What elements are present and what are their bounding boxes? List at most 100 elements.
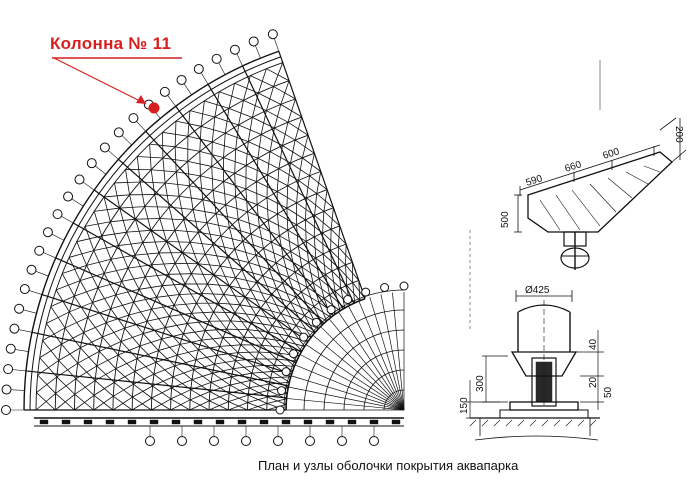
lattice-diagonal [153, 365, 175, 375]
lattice-diagonal [166, 241, 191, 243]
lattice-diagonal [62, 265, 87, 274]
lattice-diagonal [228, 107, 253, 118]
lattice-diagonal [300, 291, 310, 311]
lattice-diagonal [190, 241, 213, 246]
lattice-diagonal [93, 382, 115, 396]
radial-rib [41, 293, 292, 375]
lattice-diagonal [274, 364, 295, 367]
lattice-diagonal [229, 285, 241, 306]
lattice-diagonal [325, 274, 342, 289]
lattice-diagonal [288, 335, 303, 352]
lattice-diagonal [315, 257, 320, 279]
inner-column-mark [281, 367, 291, 377]
radial-rib [242, 65, 355, 304]
lattice-diagonal [74, 287, 99, 297]
lattice-diagonal [86, 258, 112, 266]
lattice-diagonal [277, 213, 297, 226]
lattice-diagonal [276, 319, 297, 326]
lattice-diagonal [279, 235, 299, 247]
lattice-diagonal [151, 398, 172, 411]
node-detail-lower [466, 290, 604, 441]
lattice-diagonal [272, 371, 290, 383]
lattice-diagonal [287, 229, 307, 242]
lattice-diagonal [99, 341, 122, 352]
grid-axis-bubble [5, 343, 16, 354]
lattice-diagonal [295, 324, 315, 334]
lattice-diagonal [275, 262, 283, 284]
lattice-diagonal [220, 235, 243, 242]
lattice-diagonal [214, 116, 239, 126]
lattice-diagonal [97, 280, 122, 289]
lattice-diagonal [151, 387, 172, 399]
lattice-diagonal [204, 100, 230, 109]
lattice-diagonal [139, 338, 162, 347]
lattice-diagonal [263, 248, 270, 270]
drawing-caption: План и узлы оболочки покрытия аквапарка [258, 458, 519, 473]
lattice-diagonal [261, 344, 277, 360]
beam-segment [171, 419, 181, 425]
lattice-diagonal [195, 359, 213, 374]
lattice-diagonal [158, 343, 181, 351]
lattice-diagonal [330, 228, 347, 245]
lattice-diagonal [146, 315, 170, 322]
lattice-diagonal [179, 195, 203, 201]
lattice-diagonal [135, 218, 160, 220]
lattice-diagonal [290, 301, 310, 312]
beam-segment [61, 419, 71, 425]
lattice-diagonal [39, 343, 62, 359]
lattice-diagonal [115, 288, 140, 296]
lattice-diagonal [215, 213, 239, 220]
beam-segment [391, 419, 401, 425]
lattice-diagonal [162, 157, 188, 162]
lattice-diagonal [58, 347, 81, 361]
lattice-diagonal [177, 349, 199, 356]
beam-segment [105, 419, 115, 425]
lattice-diagonal [260, 307, 281, 314]
lattice-diagonal [132, 385, 153, 398]
column-marker [148, 102, 160, 114]
lattice-diagonal [197, 263, 221, 267]
lattice-diagonal [308, 262, 314, 283]
lattice-diagonal [201, 125, 226, 134]
lattice-diagonal [308, 310, 327, 322]
lattice-diagonal [209, 391, 229, 403]
radial-rib [278, 51, 366, 299]
radial-rib [31, 331, 289, 387]
dim-200: 200 [673, 126, 684, 143]
lattice-diagonal [288, 277, 308, 288]
inner-column-mark [361, 287, 371, 297]
lattice-diagonal [262, 275, 283, 284]
lattice-diagonal [101, 231, 127, 237]
grid-axis-bubble [14, 303, 25, 314]
dim-300: 300 [475, 375, 486, 392]
column-callout-leader [52, 57, 182, 114]
lattice-diagonal [85, 221, 111, 227]
lattice-diagonal [358, 280, 361, 301]
lattice-diagonal [231, 372, 253, 378]
lattice-diagonal [231, 376, 250, 389]
lattice-diagonal [192, 209, 217, 214]
grid-axis-bubble [42, 227, 53, 238]
lattice-diagonal [276, 358, 297, 362]
lattice-diagonal [323, 298, 341, 312]
lattice-diagonal [136, 350, 159, 360]
grid-axis-bubble [34, 245, 45, 256]
shell-roof-plan [1, 29, 601, 446]
lattice-diagonal [234, 172, 257, 182]
lattice-diagonal [266, 398, 287, 404]
inner-radial [299, 354, 405, 411]
lattice-diagonal [190, 389, 210, 402]
lattice-diagonal [242, 240, 264, 249]
lattice-diagonal [174, 302, 197, 306]
lattice-diagonal [245, 188, 268, 199]
lattice-diagonal [240, 344, 257, 360]
grid-axis-bubble [211, 53, 222, 64]
lattice-diagonal [214, 360, 236, 365]
inner-column-mark [380, 283, 390, 293]
lattice-diagonal [270, 376, 291, 379]
lattice-diagonal [69, 250, 94, 258]
lattice-diagonal [229, 285, 251, 291]
grid-axis-bubble [209, 436, 219, 446]
lattice-diagonal [251, 321, 273, 326]
lattice-diagonal [264, 338, 280, 354]
